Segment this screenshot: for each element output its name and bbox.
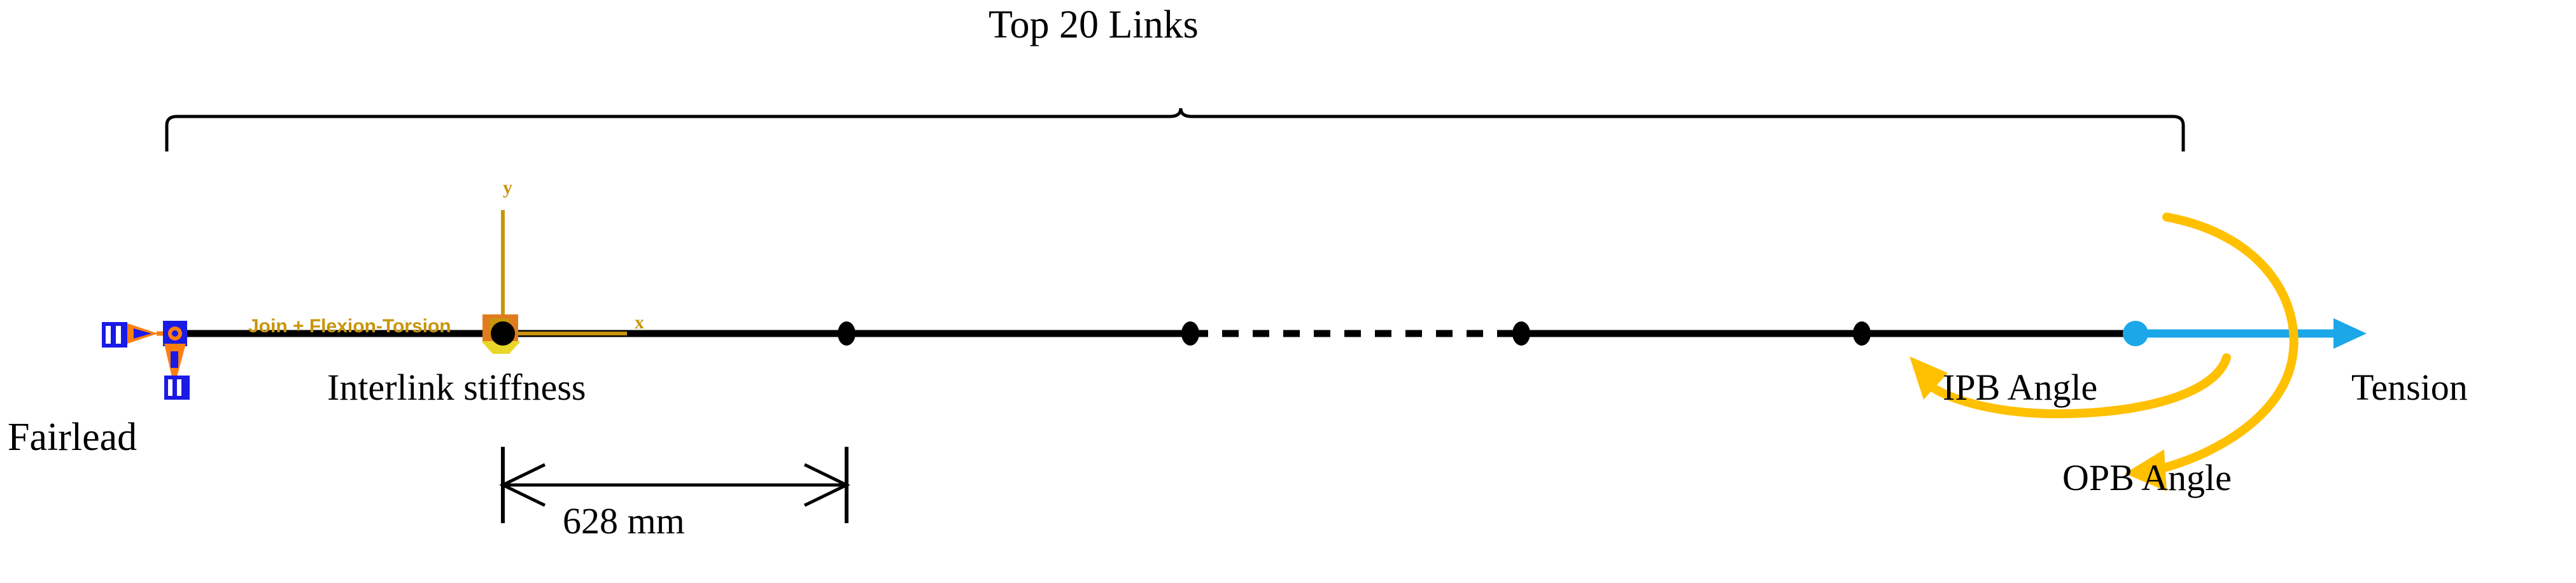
chain-node: [1512, 321, 1530, 346]
opb-angle-arrow: [2125, 213, 2298, 491]
chain-node: [1181, 321, 1199, 346]
top-20-links-brace: [165, 108, 2185, 151]
dimension-label: 628 mm: [563, 500, 685, 542]
chain-node: [1853, 321, 1871, 346]
tension-arrow: [2123, 318, 2367, 349]
axis-y-label: y: [503, 177, 512, 198]
dimension-628mm: [499, 447, 850, 523]
ipb-angle-arrow: [1910, 353, 2231, 419]
axis-x-label: x: [635, 312, 644, 333]
page-title: Top 20 Links: [989, 3, 1199, 46]
fairlead-label: Fairlead: [8, 416, 137, 459]
coordinate-axes: [501, 210, 627, 335]
junction-node: [2123, 321, 2148, 346]
joint-connector-marker: [481, 314, 521, 354]
opb-angle-label: OPB Angle: [2062, 457, 2232, 498]
tension-label: Tension: [2351, 367, 2468, 408]
chain-node: [838, 321, 855, 346]
fairlead-support-icon: [102, 321, 190, 400]
ipb-angle-label: IPB Angle: [1943, 367, 2098, 408]
interlink-stiffness-label: Interlink stiffness: [327, 367, 586, 408]
joint-connector-label: Join + Flexion-Torsion: [248, 316, 451, 337]
